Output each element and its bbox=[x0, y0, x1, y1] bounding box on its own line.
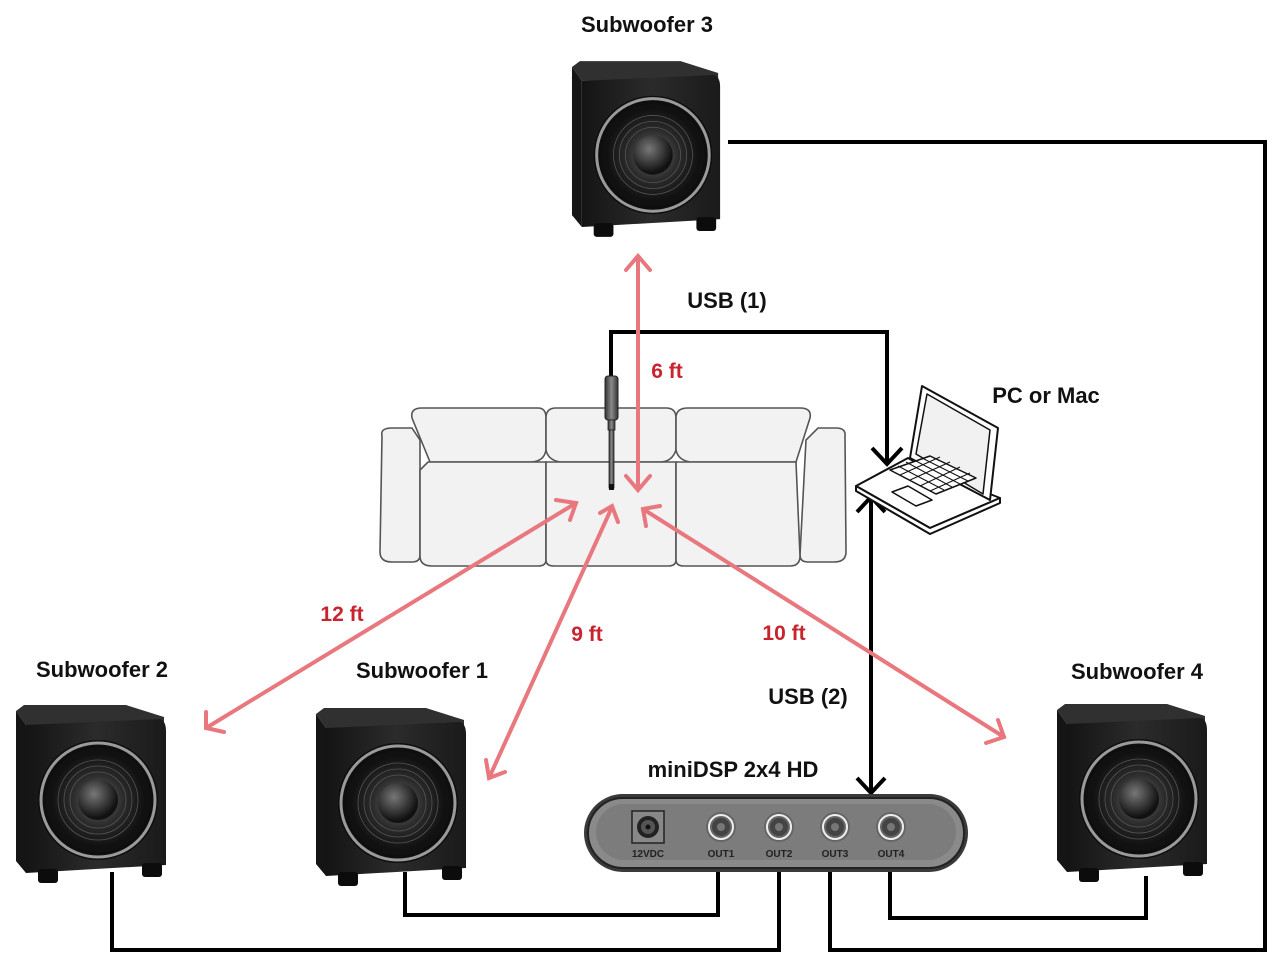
couch-icon bbox=[379, 407, 847, 567]
distance-arrow-sub1 bbox=[484, 503, 620, 781]
dsp-label: miniDSP 2x4 HD bbox=[648, 757, 819, 782]
wire-usb1 bbox=[609, 330, 889, 462]
port-label-12vdc: 12VDC bbox=[632, 849, 664, 860]
usb1-label: USB (1) bbox=[687, 288, 766, 313]
port-label-out1: OUT1 bbox=[708, 849, 735, 860]
subwoofer-2-label: Subwoofer 2 bbox=[36, 657, 168, 682]
subwoofer-4 bbox=[1055, 702, 1209, 884]
subwoofer-3 bbox=[570, 59, 722, 239]
port-label-out3: OUT3 bbox=[822, 849, 849, 860]
port-out1-icon bbox=[706, 812, 736, 842]
wire-sub1-out1 bbox=[403, 872, 720, 917]
subwoofer-1 bbox=[314, 706, 468, 888]
laptop-icon bbox=[855, 385, 1001, 535]
wire-sub2-out2 bbox=[110, 872, 781, 952]
port-out4-icon bbox=[876, 812, 906, 842]
distance-arrow-sub3 bbox=[624, 252, 652, 494]
subwoofer-icon bbox=[1055, 702, 1209, 884]
port-12vdc-icon bbox=[631, 810, 665, 844]
computer-label: PC or Mac bbox=[992, 383, 1100, 408]
subwoofer-icon bbox=[314, 706, 468, 888]
distance-label-sub2: 12 ft bbox=[320, 603, 363, 626]
wire-sub4-out4 bbox=[888, 872, 1148, 920]
distance-label-sub4: 10 ft bbox=[762, 622, 805, 645]
subwoofer-4-label: Subwoofer 4 bbox=[1071, 659, 1204, 684]
distance-arrow-sub4 bbox=[640, 504, 1007, 745]
wiring bbox=[110, 140, 1267, 952]
distance-arrow-sub2 bbox=[204, 498, 579, 734]
subwoofer-3-label: Subwoofer 3 bbox=[581, 12, 713, 37]
subwoofer-1-label: Subwoofer 1 bbox=[356, 658, 488, 683]
distance-arrows bbox=[204, 252, 1007, 781]
minidsp-device: 12VDC OUT1 OUT2 OUT3 OUT4 bbox=[584, 794, 968, 872]
wire-sub3-out3 bbox=[728, 140, 1267, 952]
subwoofer-2 bbox=[14, 703, 168, 885]
subwoofer-icon bbox=[570, 59, 722, 239]
usb2-label: USB (2) bbox=[768, 684, 847, 709]
port-label-out2: OUT2 bbox=[766, 849, 793, 860]
distance-label-sub1: 9 ft bbox=[571, 623, 603, 646]
usb2-arrowhead-bottom bbox=[855, 776, 887, 796]
port-label-out4: OUT4 bbox=[878, 849, 905, 860]
distance-label-sub3: 6 ft bbox=[651, 360, 683, 383]
usb1-arrowhead bbox=[870, 446, 904, 467]
port-out2-icon bbox=[764, 812, 794, 842]
port-out3-icon bbox=[820, 812, 850, 842]
subwoofer-icon bbox=[14, 703, 168, 885]
microphone-icon bbox=[604, 375, 619, 490]
